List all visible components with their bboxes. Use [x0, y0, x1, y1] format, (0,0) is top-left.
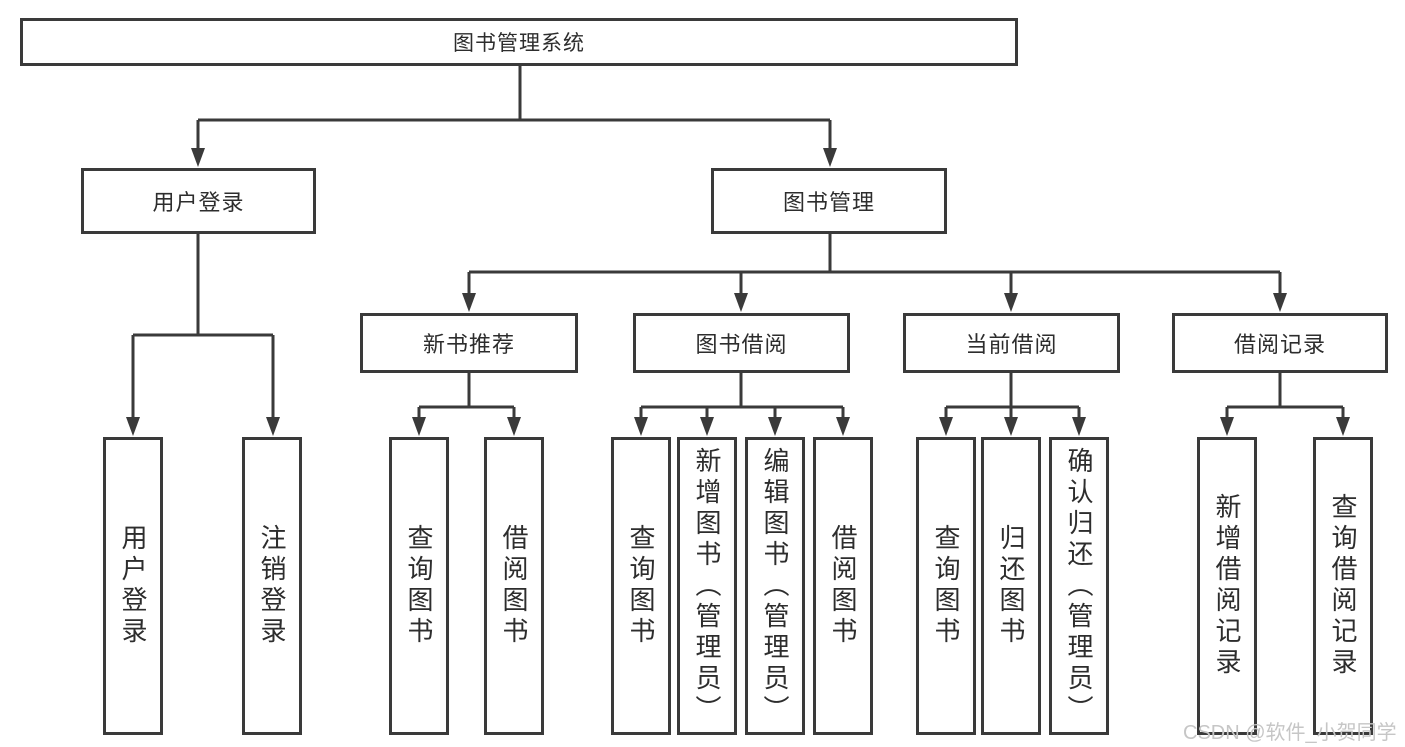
node-label: 当前借阅: [965, 332, 1058, 357]
node-label: 确认归还（管理员）: [1064, 446, 1094, 726]
node-label: 查询图书: [931, 524, 961, 648]
node-new-book-recommend: 新书推荐: [360, 313, 578, 373]
leaf-recommend-borrow-books: 借阅图书: [484, 437, 544, 735]
connector-book-management-to-children: [462, 234, 1287, 312]
node-label: 图书管理系统: [453, 32, 585, 55]
leaf-borrow-add-books-admin: 新增图书（管理员）: [677, 437, 737, 735]
leaf-recommend-query-books: 查询图书: [389, 437, 449, 735]
leaf-borrow-query-books: 查询图书: [611, 437, 671, 735]
node-label: 查询借阅记录: [1328, 493, 1358, 679]
node-label: 归还图书: [996, 524, 1026, 648]
csdn-watermark: CSDN @软件_小贺同学: [1183, 722, 1397, 744]
node-current-borrow: 当前借阅: [903, 313, 1120, 373]
node-label: 用户登录: [118, 524, 148, 648]
node-label: 新增图书（管理员）: [692, 446, 722, 726]
connector-root-to-level2: [191, 66, 837, 167]
node-book-management: 图书管理: [711, 168, 947, 234]
leaf-records-add-borrow-record: 新增借阅记录: [1197, 437, 1257, 735]
node-label: 查询图书: [404, 524, 434, 648]
node-label: 新书推荐: [422, 332, 515, 357]
node-borrow-records: 借阅记录: [1172, 313, 1388, 373]
node-label: 图书管理: [782, 190, 875, 215]
node-label: 借阅图书: [828, 524, 858, 648]
node-label: 用户登录: [152, 190, 245, 215]
leaf-borrow-edit-books-admin: 编辑图书（管理员）: [745, 437, 805, 735]
node-label: 图书借阅: [695, 332, 788, 357]
node-label: 查询图书: [626, 524, 656, 648]
node-label: 编辑图书（管理员）: [760, 446, 790, 726]
node-book-management-system: 图书管理系统: [20, 18, 1018, 66]
connector-current-borrow-to-children: [939, 373, 1086, 436]
connector-user-login-to-children: [126, 234, 280, 436]
leaf-current-confirm-return-admin: 确认归还（管理员）: [1049, 437, 1109, 735]
connector-new-book-recommend-to-children: [412, 373, 521, 436]
node-label: 新增借阅记录: [1212, 493, 1242, 679]
node-label: 注销登录: [257, 524, 287, 648]
leaf-logout: 注销登录: [242, 437, 302, 735]
leaf-current-return-books: 归还图书: [981, 437, 1041, 735]
leaf-user-login: 用户登录: [103, 437, 163, 735]
connector-book-borrow-to-children: [634, 373, 850, 436]
connector-borrow-records-to-children: [1220, 373, 1350, 436]
leaf-current-query-books: 查询图书: [916, 437, 976, 735]
node-book-borrow: 图书借阅: [633, 313, 850, 373]
node-user-login: 用户登录: [81, 168, 316, 234]
leaf-records-query-borrow-record: 查询借阅记录: [1313, 437, 1373, 735]
leaf-borrow-borrow-books: 借阅图书: [813, 437, 873, 735]
node-label: 借阅记录: [1233, 332, 1326, 357]
node-label: 借阅图书: [499, 524, 529, 648]
